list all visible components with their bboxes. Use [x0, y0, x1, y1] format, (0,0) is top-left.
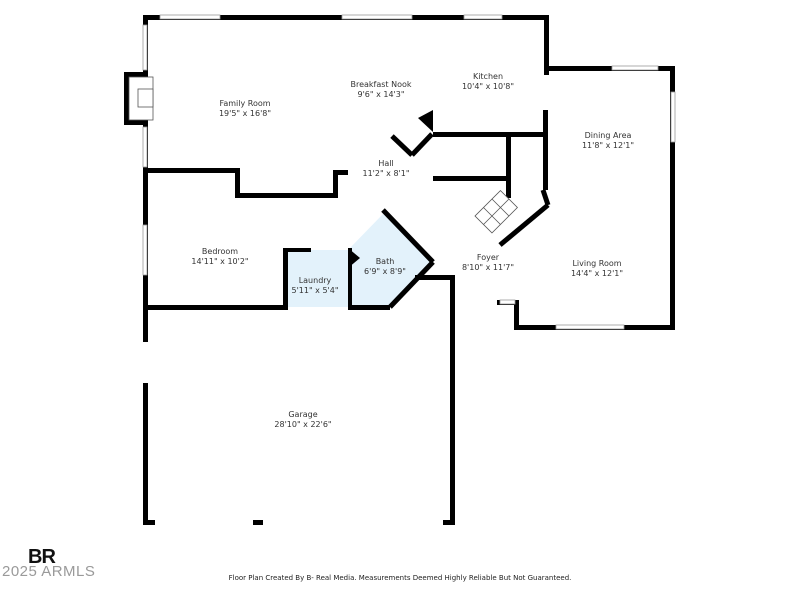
- footer-disclaimer: Floor Plan Created By B- Real Media. Mea…: [228, 574, 572, 582]
- bedroom-dims: 14'11" x 10'2": [191, 257, 248, 266]
- windows: [142, 14, 676, 330]
- hall-name: Hall: [378, 159, 393, 168]
- br-logo: BR: [28, 546, 56, 568]
- fireplace: [128, 76, 154, 121]
- bath-dims: 6'9" x 8'9": [364, 267, 406, 276]
- dining-area-name: Dining Area: [585, 131, 632, 140]
- copyright-text: 2025 ARMLS: [2, 563, 96, 580]
- laundry-floor: [283, 250, 348, 307]
- family-room-name: Family Room: [219, 99, 270, 108]
- kitchen-name: Kitchen: [473, 72, 503, 81]
- angled-walls: [381, 132, 551, 309]
- dining-area-dims: 11'8" x 12'1": [582, 141, 634, 150]
- garage-dims: 28'10" x 22'6": [274, 420, 331, 429]
- family-room-dims: 19'5" x 16'8": [219, 109, 271, 118]
- hall-dims: 11'2" x 8'1": [362, 169, 409, 178]
- bedroom-name: Bedroom: [202, 247, 238, 256]
- stairs: [474, 189, 518, 234]
- kitchen-column: [418, 110, 433, 132]
- bath-name: Bath: [376, 257, 395, 266]
- laundry-name: Laundry: [299, 276, 332, 285]
- living-room-dims: 14'4" x 12'1": [571, 269, 623, 278]
- breakfast-nook-name: Breakfast Nook: [350, 80, 411, 89]
- foyer-name: Foyer: [477, 253, 500, 262]
- living-room-name: Living Room: [572, 259, 621, 268]
- kitchen-dims: 10'4" x 10'8": [462, 82, 514, 91]
- garage-name: Garage: [288, 410, 317, 419]
- laundry-dims: 5'11" x 5'4": [291, 286, 338, 295]
- bath-column: [348, 248, 360, 268]
- breakfast-nook-dims: 9'6" x 14'3": [357, 90, 404, 99]
- foyer-dims: 8'10" x 11'7": [462, 263, 514, 272]
